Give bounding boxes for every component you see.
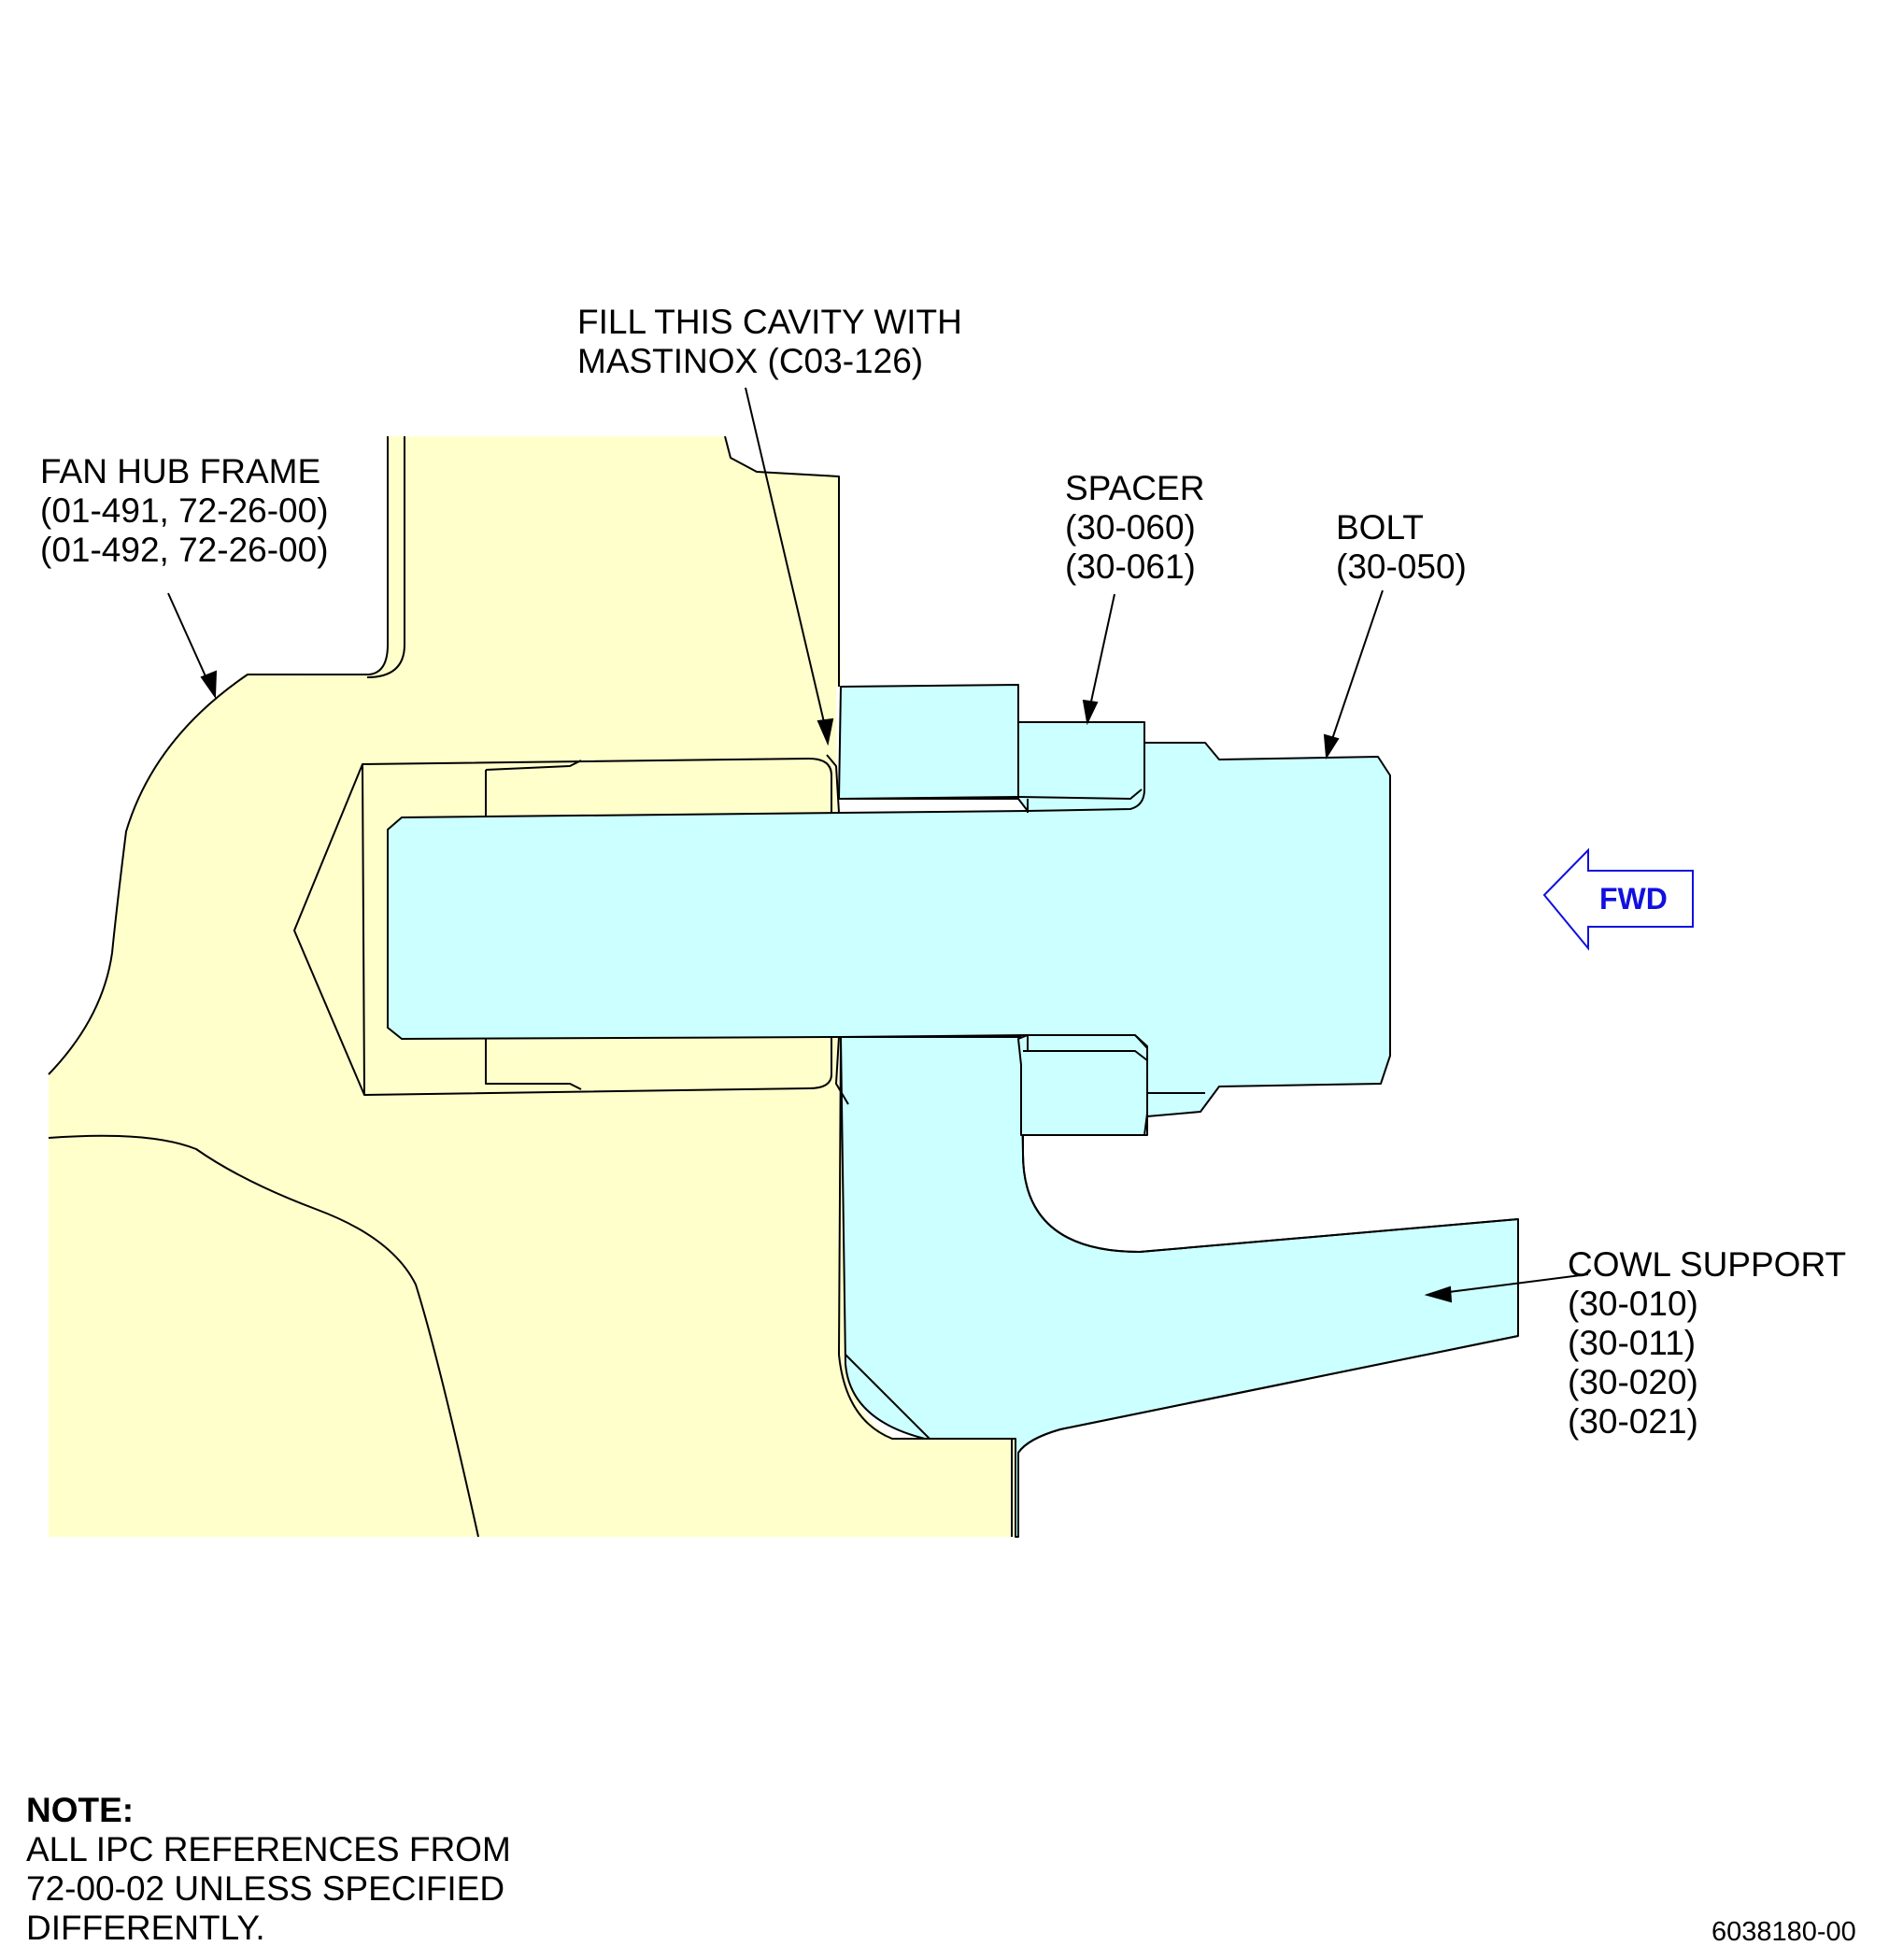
fwd-label: FWD [1599,882,1668,916]
bolt-part [387,742,1391,1117]
note-block: NOTE: ALL IPC REFERENCES FROM 72-00-02 U… [26,1791,511,1947]
note-title: NOTE: [26,1791,135,1829]
left-arrow-icon [1542,847,1694,951]
bolt-label: BOLT (30-050) [1336,508,1467,586]
cowl-support-flange [838,684,1019,800]
cowl-support-label: COWL SUPPORT (30-010) (30-011) (30-020) … [1568,1245,1847,1441]
fan-hub-frame-label: FAN HUB FRAME (01-491, 72-26-00) (01-492… [40,452,329,569]
spacer-label: SPACER (30-060) (30-061) [1065,469,1205,586]
cavity-label: FILL THIS CAVITY WITH MASTINOX (C03-126) [577,303,962,380]
figure-number: 6038180-00 [1711,1917,1856,1947]
